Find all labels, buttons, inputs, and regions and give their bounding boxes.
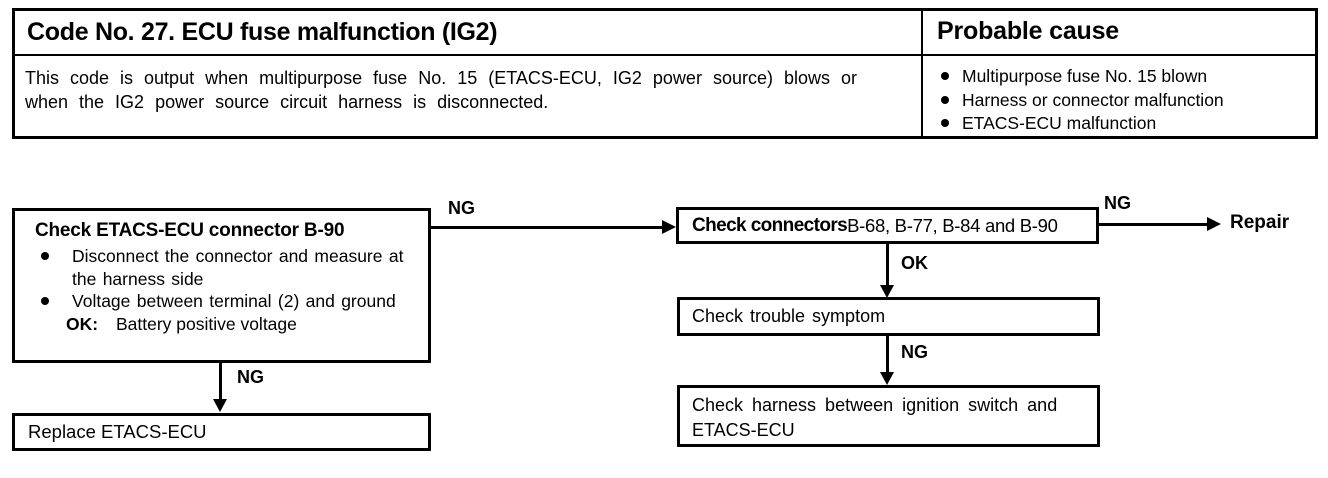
node-bullet: Voltage between terminal (2) and ground [35,290,420,313]
cause-item: ETACS-ECU malfunction [939,112,1311,136]
bullet-icon [941,95,949,104]
bullet-icon [941,72,949,80]
ok-spec-line: OK: Battery positive voltage [66,313,420,336]
code-title-cell: Code No. 27. ECU fuse malfunction (IG2) [15,11,921,56]
cause-text: Harness or connector malfunction [962,89,1224,110]
flow-node-check-ecu-connector: Check ETACS-ECU connector B-90 Disconnec… [12,208,431,363]
arrowhead-right-icon [1207,217,1221,231]
code-info-table: Code No. 27. ECU fuse malfunction (IG2) … [12,8,1318,139]
flow-node-check-connectors: Check connectors B-68, B-77, B-84 and B-… [676,207,1099,244]
probable-cause-list: Multipurpose fuse No. 15 blown Harness o… [921,56,1315,136]
cause-item: Multipurpose fuse No. 15 blown [939,65,1311,89]
edge-label-ng-a-b: NG [448,198,475,218]
node-title: Check connectors [692,214,848,236]
flow-node-check-harness: Check harness between ignition switch an… [677,385,1100,447]
node-title: Check ETACS-ECU connector B-90 [35,220,345,241]
arrow-line-a-to-e [219,363,222,401]
flow-node-replace-ecu: Replace ETACS-ECU [12,413,431,451]
bullet-icon [41,297,49,305]
arrowhead-right-icon [662,220,676,234]
probable-cause-header-cell: Probable cause [921,11,1315,56]
cause-text: Multipurpose fuse No. 15 blown [962,66,1208,86]
node-bullet: Disconnect the connector and measure at … [35,245,420,290]
arrowhead-down-icon [213,399,227,412]
bullet-icon [41,252,49,260]
edge-label-ng-a-e: NG [237,367,264,387]
cause-item: Harness or connector malfunction [939,89,1311,113]
probable-cause-title: Probable cause [937,17,1120,45]
arrow-line-b-to-repair [1099,223,1209,226]
arrow-line-b-to-c [886,244,889,287]
flow-node-check-trouble-symptom: Check trouble symptom [677,297,1100,336]
node-detail: B-68, B-77, B-84 and B-90 [847,214,1058,236]
code-title: Code No. 27. ECU fuse malfunction (IG2) [27,18,498,46]
bullet-text: Disconnect the connector and measure at … [72,246,404,289]
ok-spec-label: OK: [66,313,99,334]
arrowhead-down-icon [880,372,894,385]
arrowhead-down-icon [880,285,894,298]
cause-text: ETACS-ECU malfunction [962,113,1157,133]
node-title: Check trouble symptom [692,306,886,326]
bullet-text: Voltage between terminal (2) and ground [72,291,396,311]
arrow-line-a-to-b [431,226,664,229]
ok-spec-value: Battery positive voltage [115,313,297,334]
edge-label-ng-b-repair: NG [1104,193,1131,213]
node-title: Replace ETACS-ECU [28,421,207,442]
arrow-line-c-to-d [886,336,889,374]
edge-label-ok-b-c: OK [901,253,928,273]
description-line-2: when the IG2 power source circuit harnes… [25,92,549,112]
bullet-icon [941,119,949,127]
edge-label-ng-c-d: NG [901,342,928,362]
node-title: Check harness between ignition switch an… [692,395,1058,440]
terminal-repair: Repair [1230,212,1290,233]
description-line-1: This code is output when multipurpose fu… [25,68,857,88]
code-description-cell: This code is output when multipurpose fu… [15,56,921,136]
